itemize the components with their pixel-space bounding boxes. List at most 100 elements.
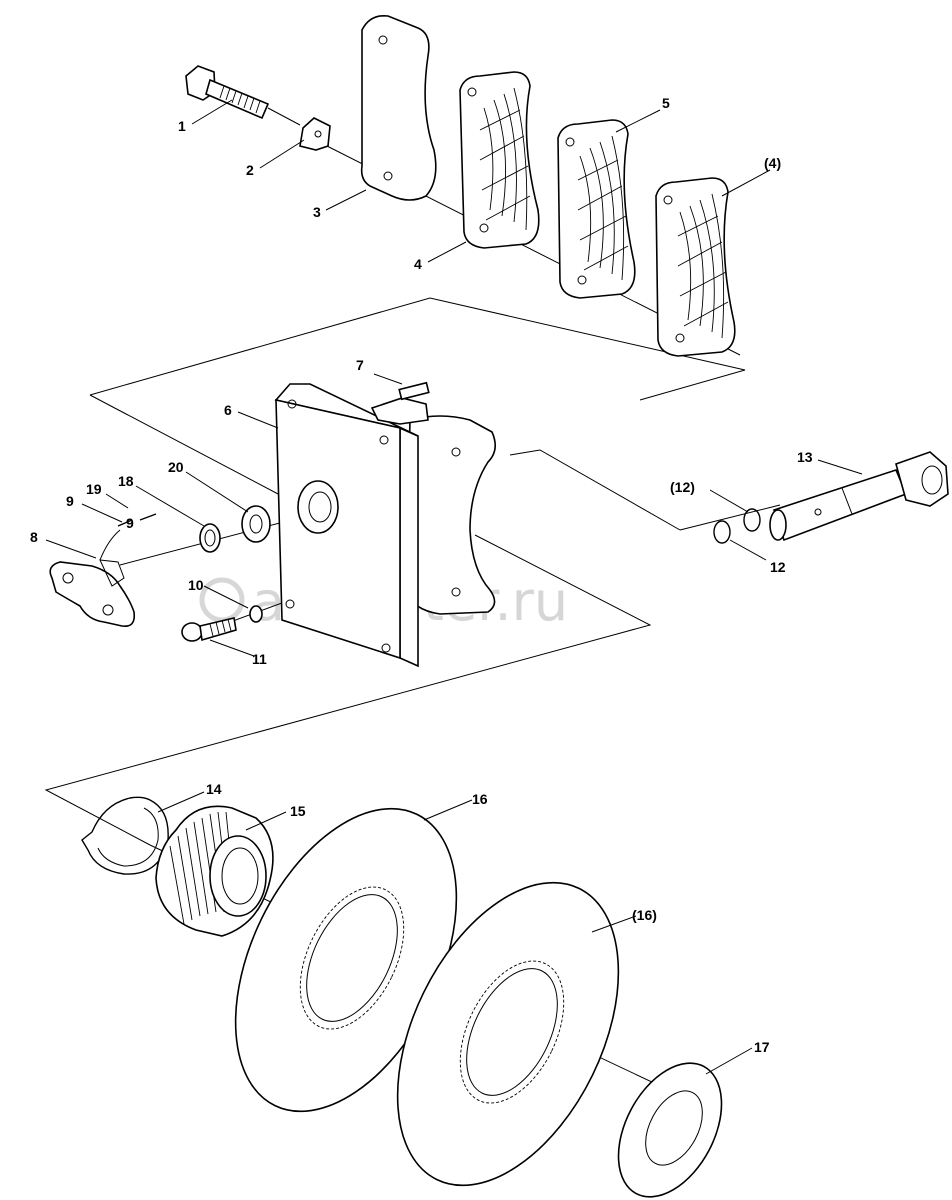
label-9a: 9 xyxy=(66,493,74,509)
label-4: 4 xyxy=(414,256,422,272)
part-brake-pad-1 xyxy=(459,71,540,249)
part-shaft xyxy=(769,451,949,542)
clip-hole xyxy=(314,130,322,138)
part-brake-pad-3 xyxy=(655,177,736,357)
label-19: 19 xyxy=(86,481,102,497)
snap-ring-outer xyxy=(81,796,169,875)
snap-ring-inner xyxy=(97,807,159,867)
upper-plane-edge xyxy=(89,394,281,496)
brake-pad-2-hole-bottom xyxy=(577,275,587,285)
caliper-boss xyxy=(297,480,339,534)
part-backing-plate xyxy=(360,14,437,201)
label-6: 6 xyxy=(224,402,232,418)
caliper-hole-top-right xyxy=(379,435,389,445)
leader-16 xyxy=(423,799,473,821)
part-washer-20 xyxy=(241,505,271,543)
leader-lines xyxy=(45,99,863,1075)
leader-10 xyxy=(203,585,249,609)
leader-12 xyxy=(729,539,767,561)
label-16: 16 xyxy=(472,791,488,807)
watermark-logo-icon xyxy=(199,577,245,623)
label-7: 7 xyxy=(356,357,364,373)
label-18: 18 xyxy=(118,473,134,489)
lever-arm-hole-right xyxy=(102,604,114,616)
upper-plane-outline xyxy=(89,297,746,401)
label-11: 11 xyxy=(252,651,267,667)
label-12p: (12) xyxy=(670,479,695,495)
friction-disc-1-teeth xyxy=(299,886,405,1030)
brake-pad-3-hole-top xyxy=(663,195,673,205)
label-20: 20 xyxy=(168,459,184,475)
part-clip xyxy=(299,117,331,151)
leader-8 xyxy=(45,539,97,559)
part-bolt xyxy=(185,65,270,120)
caliper-rear-hole-top xyxy=(451,447,461,457)
caliper-bore xyxy=(308,491,332,523)
caliper-hole-bottom-left xyxy=(285,599,295,609)
brake-pad-3-body xyxy=(655,177,736,357)
screw-thread xyxy=(209,618,232,637)
leader-17 xyxy=(705,1047,753,1075)
washer-20-inner xyxy=(249,514,263,534)
label-1: 1 xyxy=(178,118,186,134)
hub-bore xyxy=(221,847,259,905)
shaft-body xyxy=(772,469,908,542)
leader-4 xyxy=(427,241,467,263)
leader-1 xyxy=(191,99,233,125)
leader-11 xyxy=(209,639,255,657)
part-caliper-housing xyxy=(274,383,496,668)
leader-2 xyxy=(259,139,305,169)
axis-pin xyxy=(679,504,781,531)
backing-plate-hole-bottom xyxy=(383,171,393,181)
washer-17-inner xyxy=(645,1090,703,1166)
label-16p: (16) xyxy=(632,907,657,923)
part-washer-17 xyxy=(617,1062,723,1198)
brake-pad-1-hole-bottom xyxy=(479,223,489,233)
friction-disc-2-teeth xyxy=(459,960,565,1104)
brake-pad-1-body xyxy=(459,71,540,249)
leader-6 xyxy=(237,411,279,429)
label-13: 13 xyxy=(797,449,813,465)
caliper-hole-top-left xyxy=(287,399,297,409)
leader-19 xyxy=(105,493,129,509)
label-8: 8 xyxy=(30,529,38,545)
lever-arm-tab xyxy=(99,559,125,587)
ring-18-outer xyxy=(199,523,221,553)
part-friction-disc-2 xyxy=(396,881,620,1187)
label-14: 14 xyxy=(206,781,222,797)
leader-14 xyxy=(157,791,205,813)
shaft-end xyxy=(769,509,787,541)
brake-pad-2-hole-top xyxy=(565,137,575,147)
leader-4p xyxy=(721,169,771,197)
leader-20 xyxy=(185,471,249,513)
label-10: 10 xyxy=(188,577,204,593)
caliper-hole-bottom-right xyxy=(381,643,391,653)
part-small-pins xyxy=(99,513,157,561)
caliper-front-plate xyxy=(275,398,401,660)
part-o-rings xyxy=(713,508,761,544)
pin-body xyxy=(398,381,430,401)
ring-18-inner xyxy=(204,529,216,547)
shaft-nut-face xyxy=(921,465,943,495)
label-17: 17 xyxy=(754,1039,770,1055)
bolt-shank xyxy=(205,78,270,120)
screw-lockwasher xyxy=(249,605,263,623)
leader-15 xyxy=(245,811,287,831)
friction-disc-2-outer xyxy=(396,881,620,1187)
leader-16p xyxy=(591,915,637,933)
callout-labels: 1 2 3 4 5 (4) 7 6 13 (12) 12 20 18 19 9 … xyxy=(30,95,813,1055)
backing-plate-hole-top xyxy=(378,35,388,45)
part-brake-pad-2 xyxy=(557,119,636,299)
caliper-plate-side xyxy=(399,426,419,668)
bolt-thread xyxy=(219,85,261,114)
label-12: 12 xyxy=(770,559,786,575)
label-2: 2 xyxy=(246,162,254,178)
shaft-groove xyxy=(841,487,853,515)
lower-plane-outline xyxy=(44,534,652,846)
o-ring-12-pair xyxy=(743,508,761,532)
small-pin-9 xyxy=(117,519,133,527)
pin-link-wire xyxy=(99,529,121,561)
pin-leader xyxy=(373,373,403,385)
brake-pad-3-friction-surface xyxy=(677,193,729,339)
leader-5 xyxy=(615,109,661,133)
